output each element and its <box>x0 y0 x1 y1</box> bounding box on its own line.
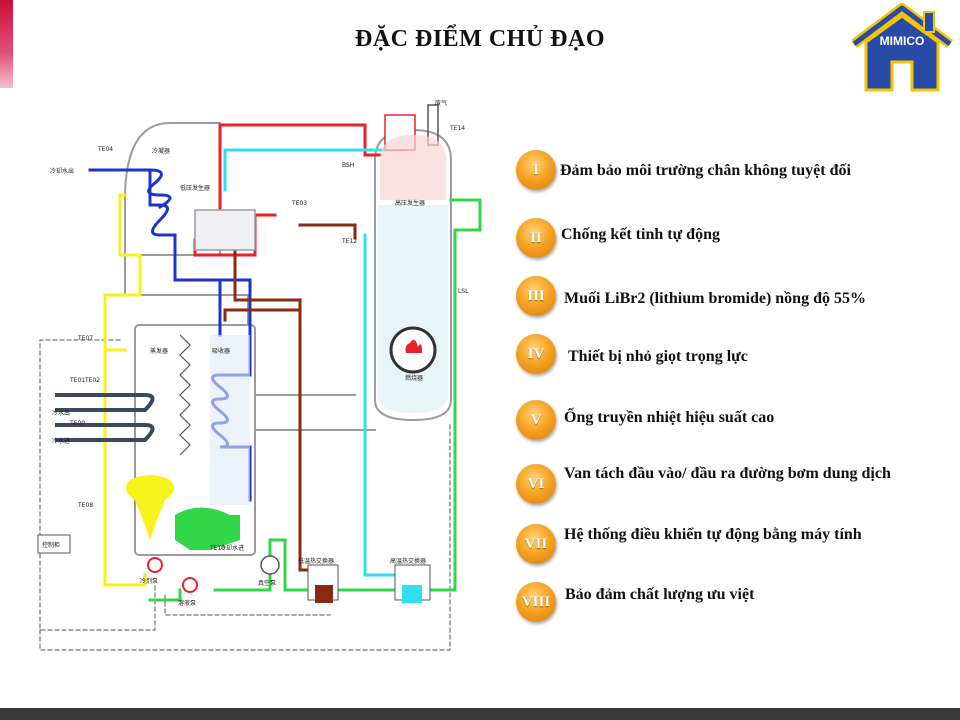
numeral-badge: V <box>516 400 556 440</box>
svg-text:真空泵: 真空泵 <box>258 579 276 587</box>
svg-text:TE07: TE07 <box>77 335 93 342</box>
chiller-schematic-diagram: 冷却水出 冷凝器 低压发生器 高压发生器 废气 蒸发器 吸收器 冷水出 冷水进 … <box>37 99 482 651</box>
feature-text: Thiết bị nhỏ giọt trọng lực <box>568 348 748 365</box>
svg-text:高温热交换器: 高温热交换器 <box>390 557 426 565</box>
feature-text: Chống kết tinh tự động <box>561 226 720 243</box>
svg-text:低温热交换器: 低温热交换器 <box>298 557 334 565</box>
svg-text:高压发生器: 高压发生器 <box>395 199 425 207</box>
svg-text:TE09: TE09 <box>69 420 85 427</box>
footer-bar <box>0 708 960 720</box>
numeral-badge: VI <box>516 464 556 504</box>
svg-text:BSH: BSH <box>342 162 354 169</box>
svg-text:控制柜: 控制柜 <box>42 541 60 549</box>
feature-text: Van tách đầu vào/ đầu ra đường bơm dung … <box>564 465 891 482</box>
feature-text: Hệ thống điều khiển tự động bằng máy tín… <box>564 526 862 543</box>
svg-text:TE10: TE10 <box>209 545 225 552</box>
svg-text:低压发生器: 低压发生器 <box>180 184 210 192</box>
feature-text: Ống truyền nhiệt hiệu suất cao <box>564 409 775 426</box>
svg-text:TE03: TE03 <box>291 200 307 207</box>
svg-text:LSL: LSL <box>458 288 469 295</box>
numeral-badge: III <box>516 276 556 316</box>
numeral-badge: VIII <box>516 582 556 622</box>
left-accent-bar <box>0 0 13 88</box>
svg-text:冷水出: 冷水出 <box>52 409 70 417</box>
feature-text: Bảo đảm chất lượng ưu việt <box>565 586 755 603</box>
svg-text:冷水进: 冷水进 <box>52 437 70 445</box>
mimico-logo: MIMICO <box>846 2 958 98</box>
svg-text:TE12: TE12 <box>341 238 357 245</box>
svg-text:冷剂泵: 冷剂泵 <box>140 577 158 585</box>
page-title: ĐẶC ĐIỂM CHỦ ĐẠO <box>355 26 605 52</box>
svg-text:冷凝器: 冷凝器 <box>152 147 170 155</box>
svg-text:蒸发器: 蒸发器 <box>150 347 168 355</box>
numeral-badge: IV <box>516 334 556 374</box>
svg-text:废气: 废气 <box>435 99 447 107</box>
numeral-badge: VII <box>516 524 556 564</box>
svg-text:TE04: TE04 <box>97 146 113 153</box>
numeral-badge: II <box>516 218 556 258</box>
feature-text: Đảm bảo môi trường chân không tuyệt đối <box>560 162 851 179</box>
svg-text:TE14: TE14 <box>449 125 465 132</box>
svg-text:冷却水进: 冷却水进 <box>220 544 244 552</box>
svg-text:MIMICO: MIMICO <box>880 34 925 48</box>
svg-text:TE01: TE01 <box>69 377 85 384</box>
svg-text:冷却水出: 冷却水出 <box>50 167 74 175</box>
feature-text: Muối LiBr2 (lithium bromide) nồng độ 55% <box>564 290 866 307</box>
svg-text:燃烧器: 燃烧器 <box>405 374 423 382</box>
svg-text:TE08: TE08 <box>77 502 93 509</box>
svg-text:TE02: TE02 <box>84 377 100 384</box>
svg-text:溶液泵: 溶液泵 <box>178 599 196 607</box>
numeral-badge: I <box>516 150 556 190</box>
svg-text:吸收器: 吸收器 <box>212 347 230 355</box>
